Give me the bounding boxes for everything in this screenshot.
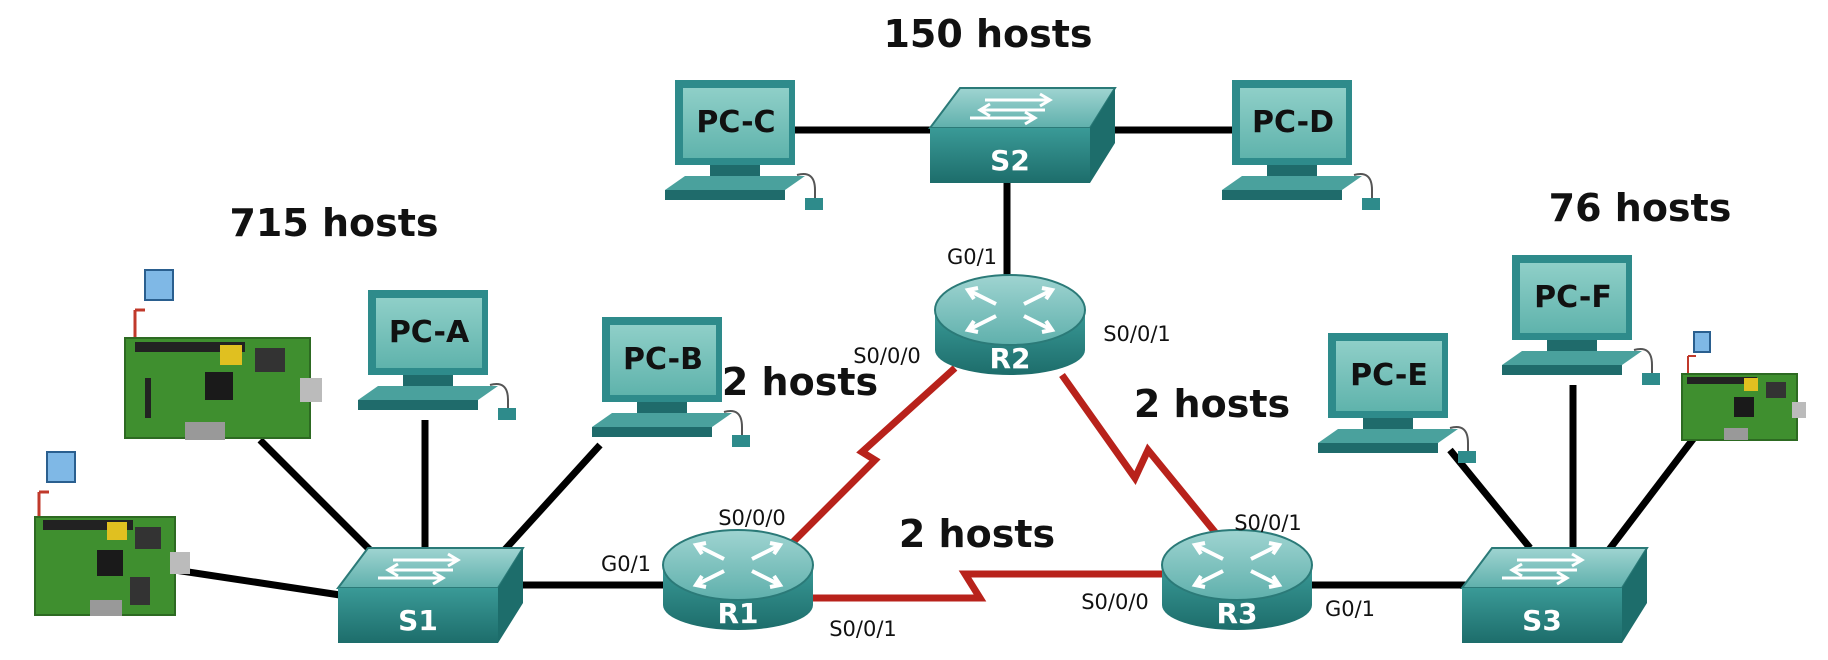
switch-s3-label: S3 bbox=[1522, 604, 1562, 637]
pc-f[interactable]: PC-F bbox=[1502, 255, 1660, 385]
link-rpi3-s3 bbox=[1602, 427, 1703, 558]
router-r3-label: R3 bbox=[1216, 597, 1257, 630]
r2-r3-link-host-count: 2 hosts bbox=[1134, 382, 1290, 426]
r3-g01-label: G0/1 bbox=[1325, 597, 1375, 621]
s1-lan-host-count: 715 hosts bbox=[229, 201, 438, 245]
pc-e-label: PC-E bbox=[1350, 358, 1428, 393]
pc-e[interactable]: PC-E bbox=[1318, 333, 1476, 463]
pc-d[interactable]: PC-D bbox=[1222, 80, 1380, 210]
router-r2-label: R2 bbox=[989, 342, 1030, 375]
switch-s3[interactable]: S3 bbox=[1460, 547, 1649, 643]
ethernet-links bbox=[174, 126, 1703, 599]
pc-f-label: PC-F bbox=[1534, 280, 1612, 315]
pc-c-label: PC-C bbox=[696, 105, 775, 140]
raspberry-pi-board-3[interactable] bbox=[1681, 331, 1806, 441]
r3-s000-label: S0/0/0 bbox=[1081, 590, 1149, 614]
r1-s000-label: S0/0/0 bbox=[718, 506, 786, 530]
s2-lan-host-count: 150 hosts bbox=[883, 12, 1092, 56]
serial-link-r2-r3 bbox=[1059, 372, 1231, 551]
r1-r2-link-host-count: 2 hosts bbox=[722, 360, 878, 404]
r1-r3-link-host-count: 2 hosts bbox=[899, 512, 1055, 556]
link-pce-s3 bbox=[1447, 447, 1533, 551]
pc-c[interactable]: PC-C bbox=[665, 80, 823, 210]
pc-a-label: PC-A bbox=[389, 315, 470, 350]
raspberry-pi-board-1[interactable] bbox=[124, 269, 322, 440]
serial-link-r1-r3 bbox=[805, 570, 1185, 602]
r3-s001-label: S0/0/1 bbox=[1234, 511, 1302, 535]
raspberry-pi-board-2[interactable] bbox=[34, 451, 190, 616]
router-r1-label: R1 bbox=[717, 597, 758, 630]
r2-s000-label: S0/0/0 bbox=[853, 344, 921, 368]
router-r2[interactable]: R2 bbox=[934, 274, 1086, 375]
serial-links bbox=[787, 365, 1231, 602]
r1-g01-label: G0/1 bbox=[601, 552, 651, 576]
r2-s001-label: S0/0/1 bbox=[1103, 322, 1171, 346]
pc-b-label: PC-B bbox=[623, 342, 703, 377]
link-rpi1-s1 bbox=[257, 437, 388, 568]
pc-d-label: PC-D bbox=[1252, 105, 1334, 140]
r2-g01-label: G0/1 bbox=[947, 245, 997, 269]
switch-s1[interactable]: S1 bbox=[336, 547, 525, 643]
r1-s001-label: S0/0/1 bbox=[829, 617, 897, 641]
link-rpi2-s1 bbox=[174, 566, 341, 599]
pc-b[interactable]: PC-B bbox=[592, 317, 750, 447]
router-r1[interactable]: R1 bbox=[662, 529, 814, 630]
router-r3[interactable]: R3 bbox=[1161, 529, 1313, 630]
switch-s2-label: S2 bbox=[990, 144, 1030, 177]
serial-link-r1-r2 bbox=[787, 365, 958, 548]
pc-a[interactable]: PC-A bbox=[358, 290, 516, 420]
switch-s1-label: S1 bbox=[398, 604, 438, 637]
link-pcb-s1 bbox=[497, 442, 603, 558]
s3-lan-host-count: 76 hosts bbox=[1549, 186, 1732, 230]
switch-s2[interactable]: S2 bbox=[928, 87, 1117, 183]
